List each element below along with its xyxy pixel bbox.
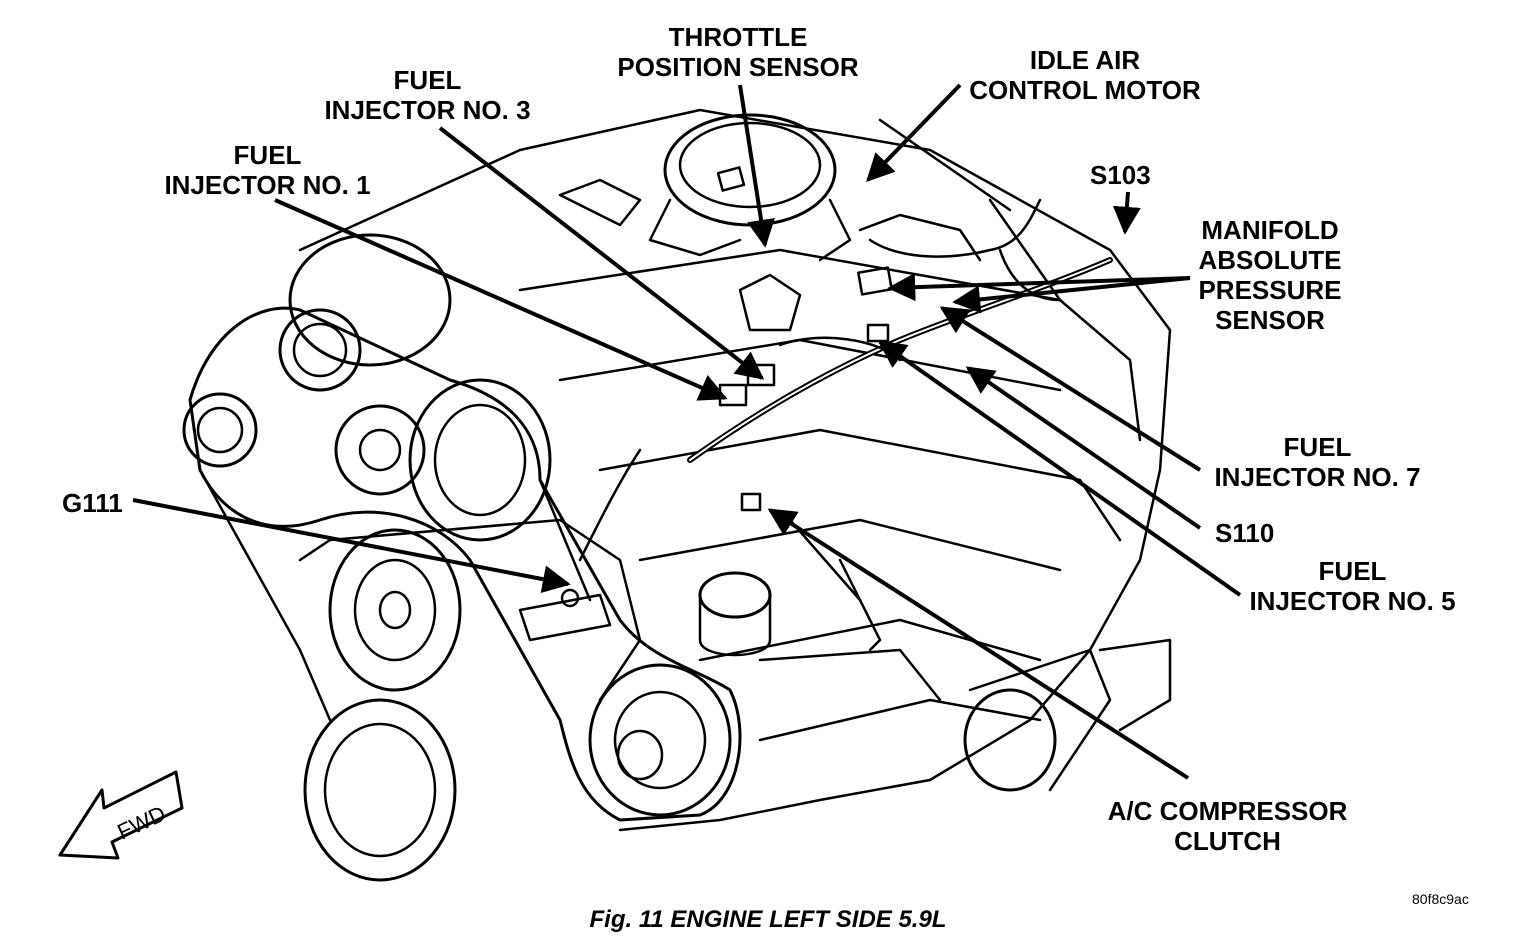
leader-fuel-injector-5 bbox=[877, 340, 1242, 597]
label-s110: S110 bbox=[1215, 518, 1274, 548]
label-fuel-injector-3: FUEL INJECTOR NO. 3 bbox=[300, 65, 555, 125]
label-ac-compressor-clutch: A/C COMPRESSOR CLUTCH bbox=[1085, 796, 1370, 856]
label-line: SENSOR bbox=[1215, 305, 1325, 335]
label-line: POSITION SENSOR bbox=[617, 52, 859, 82]
label-throttle-position-sensor: THROTTLE POSITION SENSOR bbox=[603, 22, 873, 82]
crank-pulley bbox=[182, 392, 258, 468]
label-line: INJECTOR NO. 7 bbox=[1214, 462, 1421, 492]
label-line: FUEL bbox=[1318, 556, 1387, 586]
damper-pulley bbox=[303, 698, 457, 882]
label-line: INJECTOR NO. 5 bbox=[1249, 586, 1456, 616]
idler-pulley bbox=[278, 308, 362, 392]
label-line: FUEL bbox=[233, 140, 302, 170]
fwd-arrow: FWD bbox=[58, 770, 184, 860]
label-line: PRESSURE bbox=[1198, 275, 1342, 305]
serpentine-belt bbox=[188, 306, 742, 822]
fwd-arrow-shape bbox=[58, 770, 184, 860]
water-pump-pulley bbox=[588, 663, 732, 817]
label-line: A/C COMPRESSOR bbox=[1107, 796, 1348, 826]
label-map-sensor: MANIFOLD ABSOLUTE PRESSURE SENSOR bbox=[1180, 215, 1360, 335]
leader-lines bbox=[132, 83, 1242, 780]
label-line: FUEL bbox=[1283, 432, 1352, 462]
throttle-body bbox=[663, 113, 837, 227]
label-line: INJECTOR NO. 3 bbox=[324, 95, 531, 125]
label-line: FUEL bbox=[393, 65, 462, 95]
label-line: INJECTOR NO. 1 bbox=[164, 170, 371, 200]
leader-s110 bbox=[965, 366, 1202, 530]
label-s103: S103 bbox=[1090, 160, 1151, 190]
leader-idle-air-control-motor bbox=[866, 83, 962, 183]
label-fuel-injector-1: FUEL INJECTOR NO. 1 bbox=[140, 140, 395, 200]
label-fuel-injector-5: FUEL INJECTOR NO. 5 bbox=[1225, 556, 1480, 616]
label-line: ABSOLUTE bbox=[1198, 245, 1342, 275]
label-line: G111 bbox=[62, 488, 123, 518]
leader-map-sensor-b bbox=[952, 276, 1191, 314]
leader-fuel-injector-1 bbox=[274, 198, 728, 401]
ac-compressor-pulley bbox=[328, 528, 462, 692]
engine-drawing bbox=[182, 108, 1172, 882]
leader-map-sensor-a bbox=[887, 273, 1191, 302]
figure-code: 80f8c9ac bbox=[1412, 891, 1469, 907]
leader-s103 bbox=[1112, 191, 1141, 235]
leader-fuel-injector-3 bbox=[438, 126, 765, 380]
leader-fuel-injector-7 bbox=[939, 306, 1202, 472]
alternator bbox=[288, 233, 452, 367]
label-line: S110 bbox=[1215, 518, 1275, 548]
tensioner-pulley bbox=[334, 404, 426, 496]
label-line: MANIFOLD bbox=[1201, 215, 1339, 245]
label-fuel-injector-7: FUEL INJECTOR NO. 7 bbox=[1190, 432, 1445, 492]
label-line: CLUTCH bbox=[1174, 826, 1281, 856]
label-line: THROTTLE bbox=[668, 22, 808, 52]
label-line: CONTROL MOTOR bbox=[969, 75, 1201, 105]
leader-ac-compressor-clutch bbox=[767, 508, 1190, 780]
label-line: S103 bbox=[1090, 160, 1151, 190]
label-g111: G111 bbox=[62, 488, 123, 518]
label-idle-air-control-motor: IDLE AIR CONTROL MOTOR bbox=[945, 45, 1225, 105]
label-line: IDLE AIR bbox=[1029, 45, 1141, 75]
leader-throttle-position-sensor bbox=[738, 84, 775, 248]
starter bbox=[963, 688, 1057, 792]
leader-g111 bbox=[132, 498, 571, 593]
figure-caption: Fig. 11 ENGINE LEFT SIDE 5.9L bbox=[589, 906, 947, 933]
